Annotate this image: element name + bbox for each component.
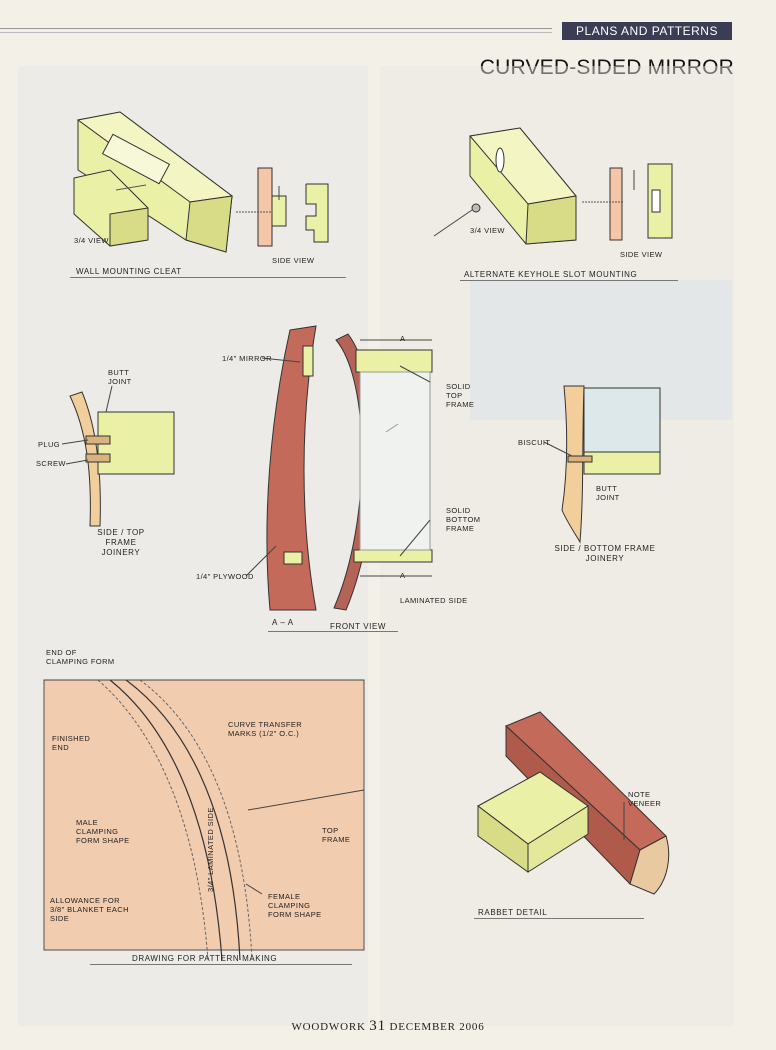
footer-magazine: WOODWORK bbox=[291, 1021, 366, 1033]
solid-top-frame-label: SOLID TOP FRAME bbox=[446, 382, 475, 409]
keyhole-side-view bbox=[582, 163, 673, 241]
curve-transfer-label: CURVE TRANSFER MARKS (1/2" O.C.) bbox=[228, 720, 303, 738]
keyhole-3-4-label: 3/4 VIEW bbox=[470, 226, 505, 235]
solid-bottom-frame-label: SOLID BOTTOM FRAME bbox=[446, 506, 481, 533]
side-bottom-joinery bbox=[543, 385, 661, 544]
end-form-label: END OF CLAMPING FORM bbox=[46, 648, 115, 666]
wall-cleat-3-4-view bbox=[73, 111, 234, 253]
footer-issue: DECEMBER 2006 bbox=[389, 1021, 485, 1033]
header-rule bbox=[0, 28, 552, 29]
side-top-joinery bbox=[61, 385, 175, 527]
section-a-a bbox=[245, 325, 317, 611]
finished-end-label: FINISHED END bbox=[52, 734, 91, 752]
wall-cleat-side-label: SIDE VIEW bbox=[272, 256, 315, 265]
section-a-a-caption: A – A bbox=[272, 618, 294, 627]
header-rule-2 bbox=[0, 32, 552, 33]
pattern-caption-rule bbox=[90, 964, 352, 965]
plywood-label: 1/4" PLYWOOD bbox=[196, 572, 254, 581]
section-tag: PLANS AND PATTERNS bbox=[562, 22, 732, 40]
pattern-drawing bbox=[43, 679, 365, 961]
side-top-butt-joint-label: BUTT JOINT bbox=[108, 368, 132, 386]
laminated-side-label: LAMINATED SIDE bbox=[400, 596, 468, 605]
footer-page-number: 31 bbox=[369, 1018, 386, 1034]
wall-cleat-caption-rule bbox=[70, 277, 346, 278]
pattern-caption: DRAWING FOR PATTERN MAKING bbox=[132, 954, 278, 963]
a-mark-bottom: A bbox=[400, 571, 406, 580]
rabbet-caption: RABBET DETAIL bbox=[478, 908, 548, 917]
biscuit-label: BISCUIT bbox=[518, 438, 551, 447]
pattern-laminated-side-label: 3/4" LAMINATED SIDE bbox=[206, 807, 215, 892]
rabbet-caption-rule bbox=[474, 918, 644, 919]
wall-cleat-3-4-label: 3/4 VIEW bbox=[74, 236, 109, 245]
rabbet-detail bbox=[477, 711, 670, 895]
note-veneer-label: NOTE VENEER bbox=[628, 790, 662, 808]
male-form-label: MALE CLAMPING FORM SHAPE bbox=[76, 818, 130, 845]
wall-cleat-caption: WALL MOUNTING CLEAT bbox=[76, 267, 182, 276]
screw-label: SCREW bbox=[36, 459, 66, 468]
a-mark-top: A bbox=[400, 334, 406, 343]
front-view-caption: FRONT VIEW bbox=[330, 622, 387, 631]
page-footer: WOODWORK 31 DECEMBER 2006 bbox=[0, 1018, 776, 1035]
front-view bbox=[333, 333, 433, 611]
article-title: CURVED-SIDED MIRROR bbox=[479, 56, 734, 79]
keyhole-side-label: SIDE VIEW bbox=[620, 250, 663, 259]
keyhole-caption-rule bbox=[460, 280, 678, 281]
side-top-caption: SIDE / TOP FRAME JOINERY bbox=[97, 528, 145, 557]
pattern-top-frame-label: TOP FRAME bbox=[322, 826, 351, 844]
female-form-label: FEMALE CLAMPING FORM SHAPE bbox=[268, 892, 322, 919]
side-bottom-caption: SIDE / BOTTOM FRAME JOINERY bbox=[554, 544, 656, 563]
keyhole-caption: ALTERNATE KEYHOLE SLOT MOUNTING bbox=[464, 270, 638, 279]
wall-cleat-side-view bbox=[236, 167, 329, 247]
plug-label: PLUG bbox=[38, 440, 61, 449]
allowance-label: ALLOWANCE FOR 3/8" BLANKET EACH SIDE bbox=[50, 896, 129, 923]
side-bottom-butt-joint-label: BUTT JOINT bbox=[596, 484, 620, 502]
keyhole-3-4-view bbox=[433, 127, 577, 245]
section-caption-rule bbox=[268, 631, 398, 632]
mirror-label: 1/4" MIRROR bbox=[222, 354, 272, 363]
